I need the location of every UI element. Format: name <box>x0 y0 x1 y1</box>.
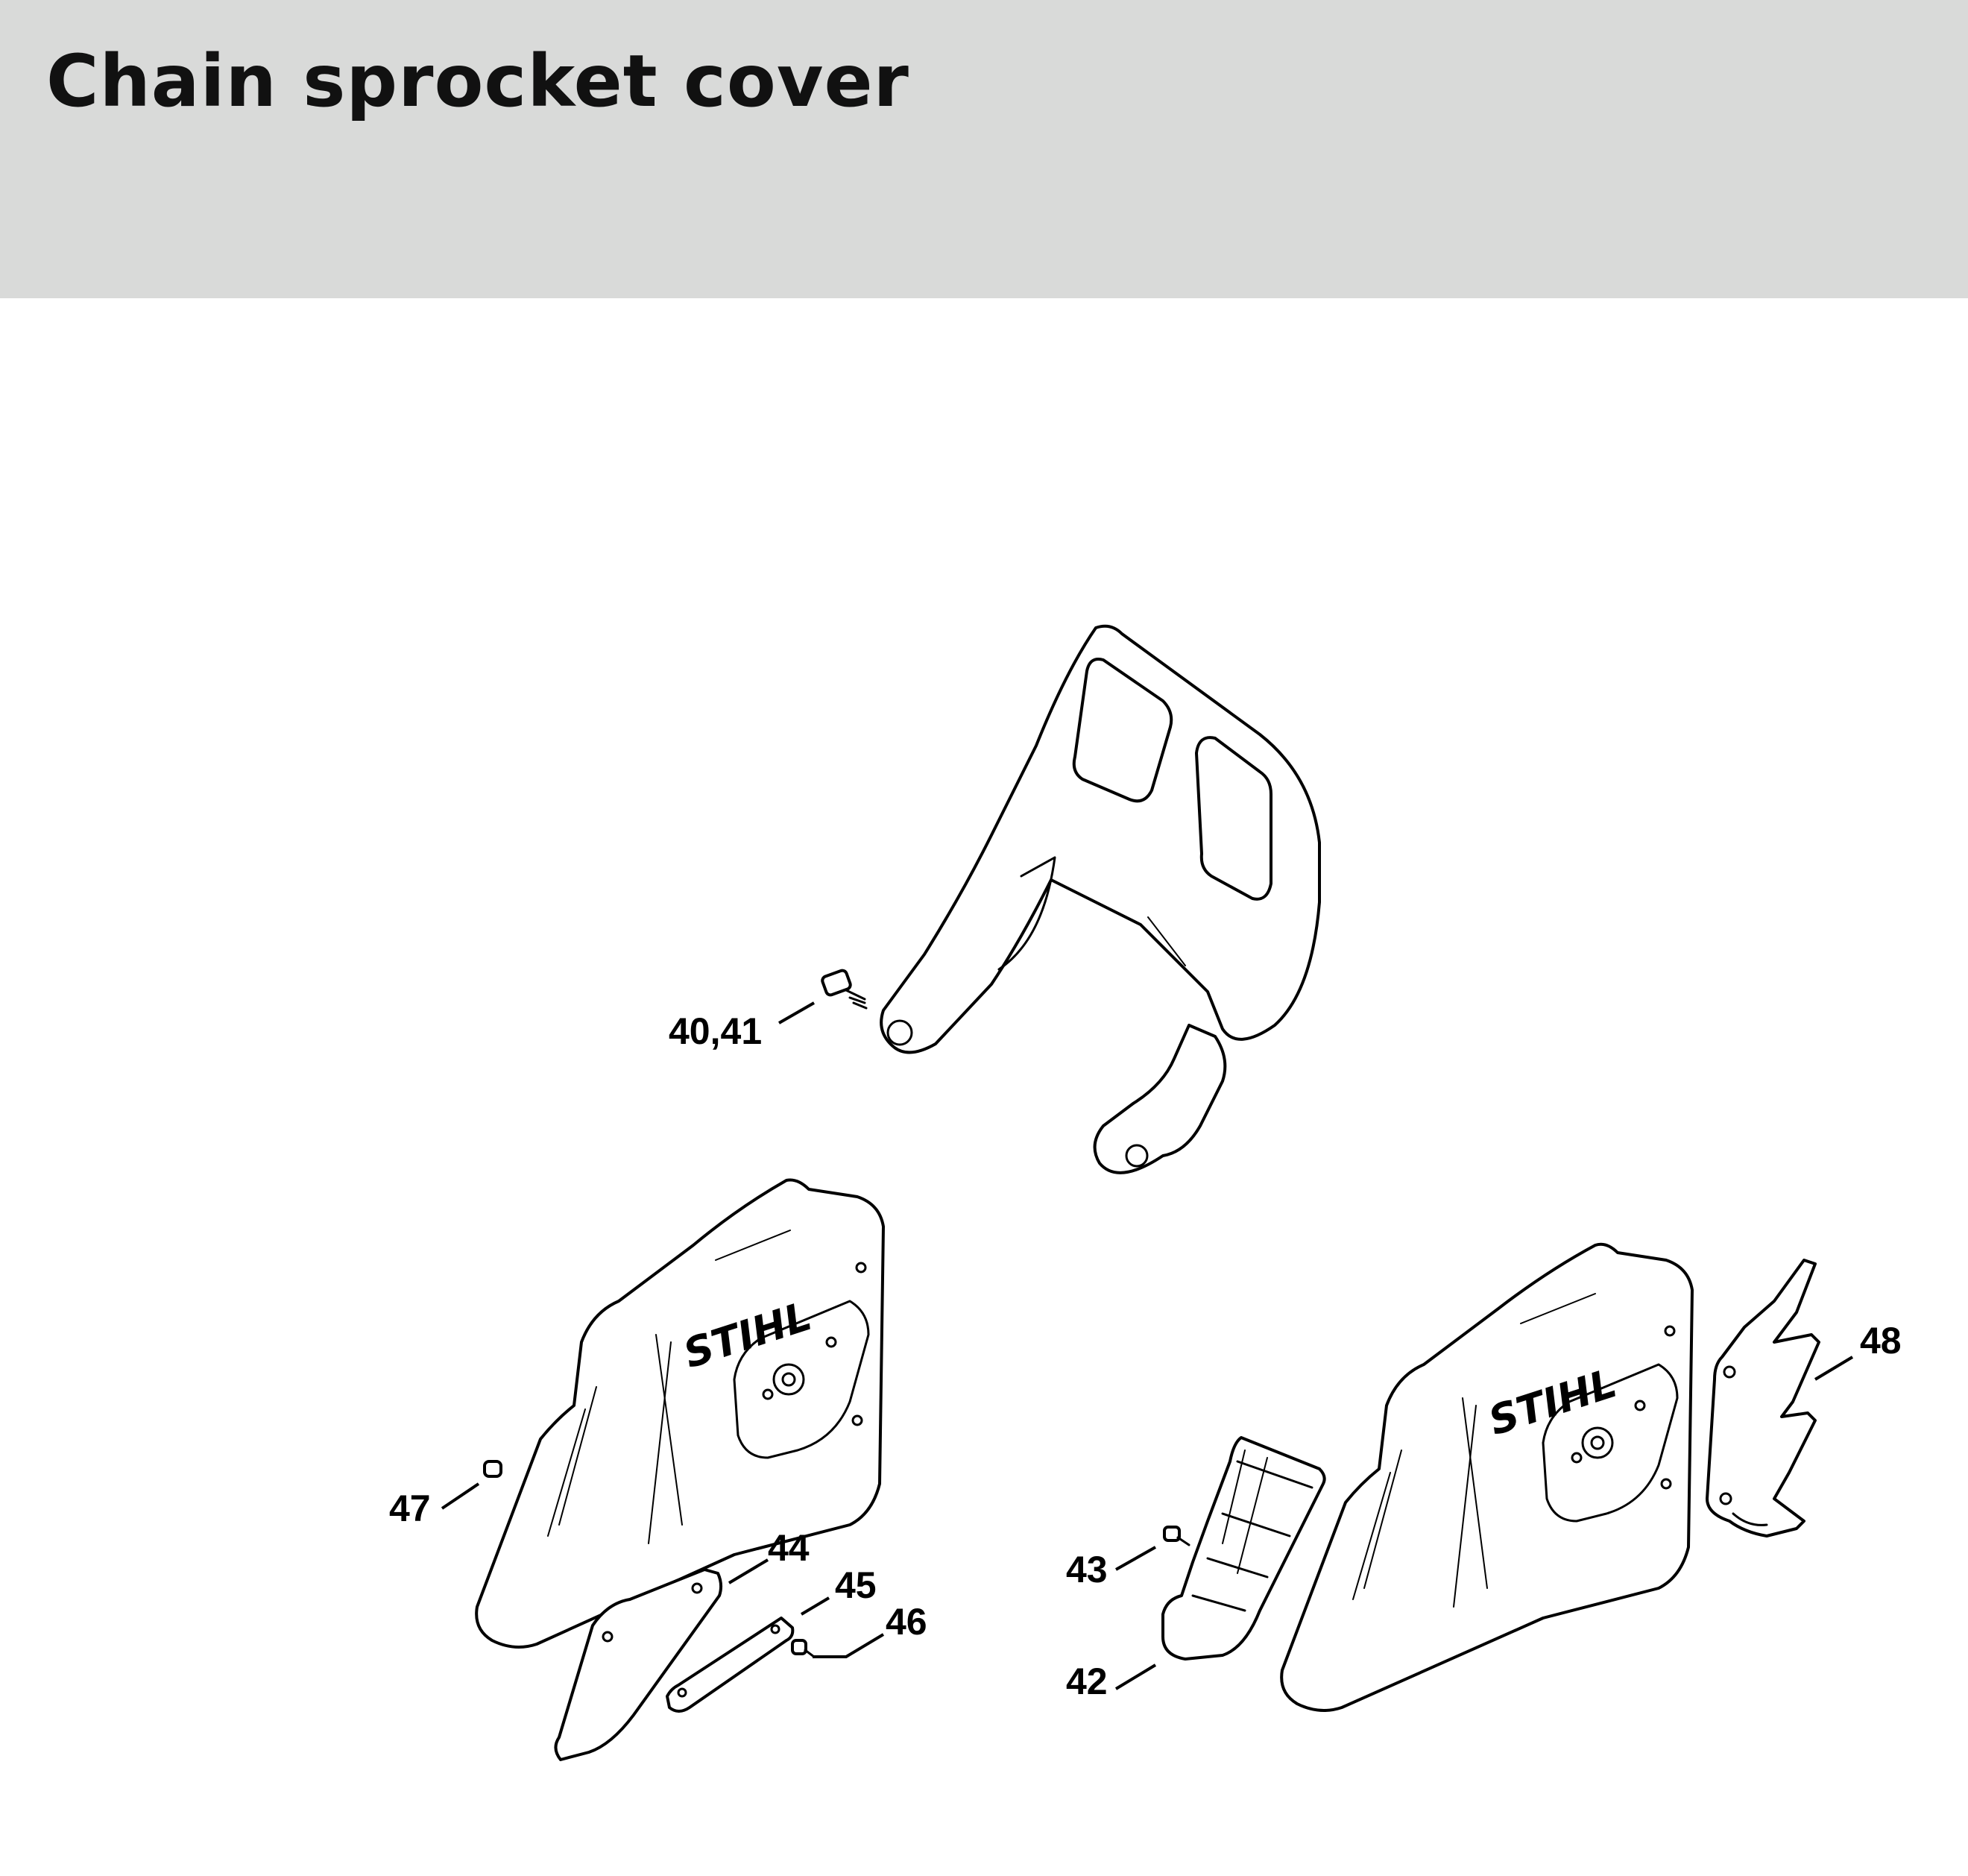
callout-labels: 40,41 42 43 44 45 46 47 48 <box>389 1010 1902 1702</box>
plug-47 <box>483 1460 502 1478</box>
callout-43: 43 <box>1066 1549 1108 1590</box>
leader-47 <box>441 1482 480 1510</box>
sprocket-cover-right: STIHL <box>1280 1242 1694 1712</box>
strip-45 <box>666 1617 795 1713</box>
screw-43 <box>1163 1526 1190 1546</box>
callout-45: 45 <box>835 1564 877 1606</box>
header-band: Chain sprocket cover <box>0 0 1968 298</box>
spike-bumper-48 <box>1706 1259 1820 1537</box>
hand-guard <box>880 624 1321 1174</box>
callout-48: 48 <box>1860 1320 1902 1362</box>
leader-40-41 <box>778 1001 815 1024</box>
page-title: Chain sprocket cover <box>46 40 909 123</box>
leader-45 <box>800 1596 830 1616</box>
pivot-screw <box>821 969 868 1010</box>
leader-lines <box>441 1001 1854 1690</box>
leader-43 <box>1115 1546 1156 1571</box>
leader-42 <box>1114 1663 1157 1690</box>
plate-44 <box>554 1568 723 1761</box>
parts-diagram-svg: STIHL <box>389 624 1902 1761</box>
pivot-hole <box>886 1019 913 1046</box>
leader-44 <box>728 1558 769 1584</box>
leader-48 <box>1814 1356 1854 1381</box>
screw-46 <box>791 1639 816 1658</box>
callout-42: 42 <box>1066 1661 1108 1702</box>
callout-46: 46 <box>886 1601 927 1643</box>
callout-40-41: 40,41 <box>669 1010 762 1052</box>
parts-diagram: STIHL <box>0 298 1968 1873</box>
lower-pivot-hole <box>1125 1144 1149 1168</box>
chain-catcher-42 <box>1161 1436 1326 1661</box>
callout-47: 47 <box>389 1488 431 1529</box>
leader-46 <box>813 1633 885 1658</box>
sprocket-cover-left: STIHL <box>475 1178 885 1649</box>
callout-44: 44 <box>768 1527 810 1569</box>
